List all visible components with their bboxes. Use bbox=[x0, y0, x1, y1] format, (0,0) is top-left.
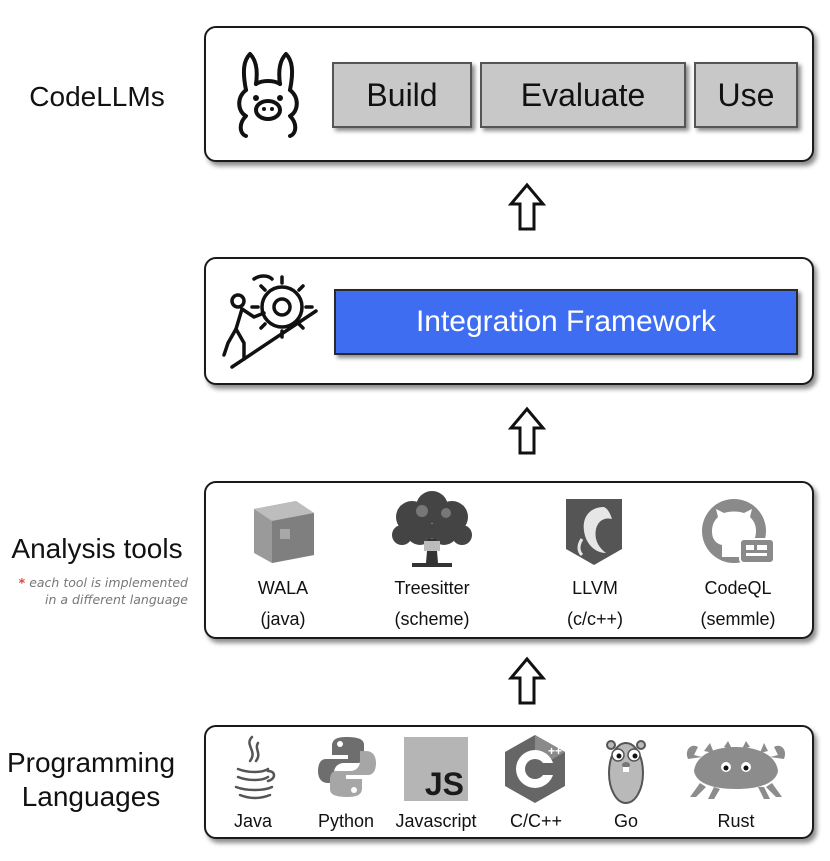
llama-icon bbox=[232, 50, 304, 140]
tool-language: (semmle) bbox=[700, 609, 776, 629]
person-pushing-gear-icon bbox=[220, 273, 320, 369]
tool-language: (scheme) bbox=[394, 609, 470, 629]
svg-text:++: ++ bbox=[548, 744, 562, 758]
up-arrow-icon bbox=[508, 182, 546, 232]
label-line: Languages bbox=[21, 781, 161, 812]
language-cpp: C/C++ bbox=[509, 811, 563, 831]
integration-framework-button: Integration Framework bbox=[334, 289, 798, 355]
java-cup-icon bbox=[226, 733, 280, 803]
tool-language: (java) bbox=[260, 609, 306, 629]
tool-treesitter: Treesitter (scheme) bbox=[372, 573, 492, 635]
integration-layer: Integration Framework bbox=[204, 257, 814, 385]
python-icon bbox=[316, 735, 378, 799]
evaluate-button: Evaluate bbox=[480, 62, 686, 128]
language-rust: Rust bbox=[717, 811, 755, 831]
analysis-layer: WALA (java) Treesitter (scheme) bbox=[204, 481, 814, 639]
programming-languages-label: Programming Languages bbox=[0, 746, 182, 814]
up-arrow-icon bbox=[508, 406, 546, 456]
codeql-octocat-icon bbox=[700, 497, 776, 567]
codellms-layer: Build Evaluate Use bbox=[204, 26, 814, 162]
llvm-dragon-icon bbox=[562, 495, 626, 567]
tool-wala: WALA (java) bbox=[223, 573, 343, 635]
tool-name: LLVM bbox=[572, 578, 618, 598]
label-line: Programming bbox=[6, 747, 176, 778]
language-python: Python bbox=[317, 811, 375, 831]
language-java: Java bbox=[233, 811, 273, 831]
languages-layer: Java Python JS Javascript ++ C/C++ bbox=[204, 725, 814, 839]
language-go: Go bbox=[613, 811, 638, 831]
ferris-crab-icon bbox=[684, 741, 788, 801]
language-javascript: Javascript bbox=[395, 811, 477, 831]
tool-name: Treesitter bbox=[394, 578, 470, 598]
analysis-tools-label: Analysis tools bbox=[11, 533, 183, 564]
tool-llvm: LLVM (c/c++) bbox=[535, 573, 655, 635]
tool-name: WALA bbox=[257, 578, 309, 598]
up-arrow-icon bbox=[508, 656, 546, 706]
build-button: Build bbox=[332, 62, 472, 128]
wala-cube-icon bbox=[246, 497, 320, 567]
tree-icon bbox=[390, 491, 474, 569]
use-button: Use bbox=[694, 62, 798, 128]
js-icon: JS bbox=[404, 737, 468, 801]
analysis-tools-note: * each tool is implemented in a differen… bbox=[18, 575, 188, 607]
svg-text:JS: JS bbox=[425, 766, 464, 801]
gopher-icon bbox=[604, 735, 648, 805]
tool-language: (c/c++) bbox=[566, 609, 623, 629]
tool-codeql: CodeQL (semmle) bbox=[678, 573, 798, 635]
codellms-label: CodeLLMs bbox=[29, 81, 165, 112]
cpp-icon: ++ bbox=[502, 733, 568, 805]
tool-name: CodeQL bbox=[704, 578, 772, 598]
